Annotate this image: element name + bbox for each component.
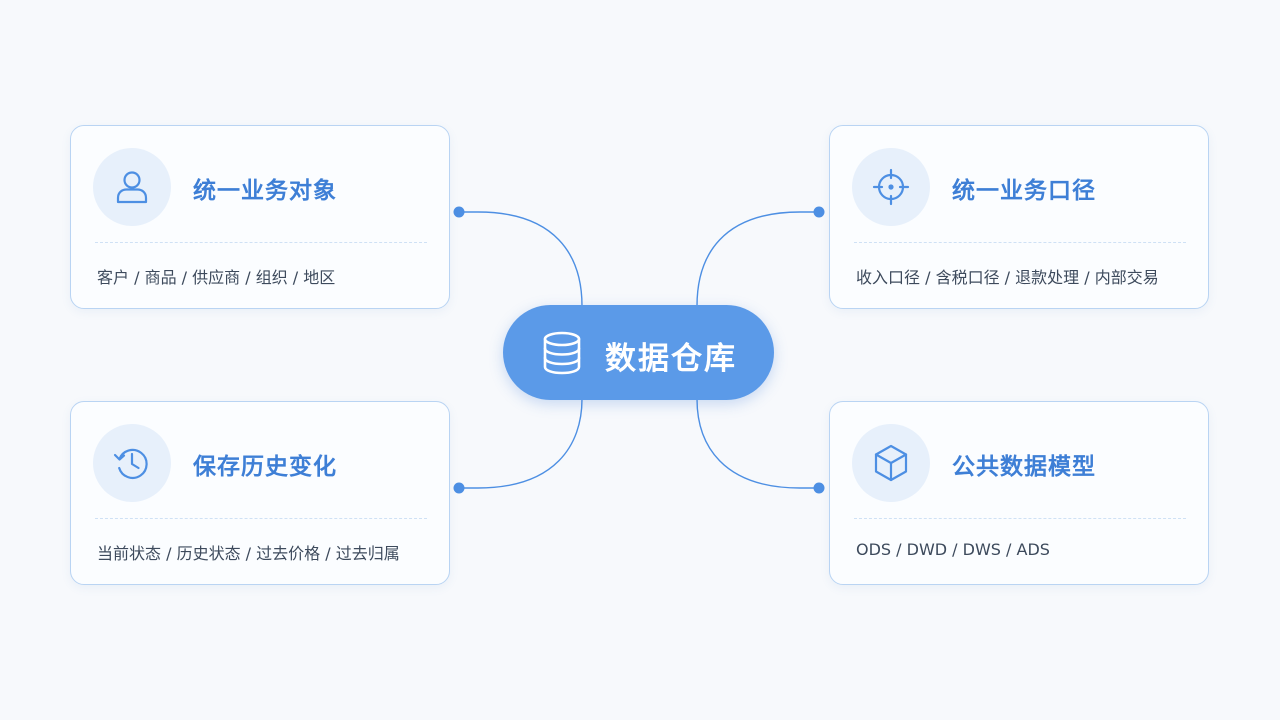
history-icon — [93, 424, 171, 502]
card-title: 统一业务口径 — [952, 178, 1096, 204]
card-items: ODS / DWD / DWS / ADS — [856, 540, 1050, 559]
card-divider — [95, 518, 427, 519]
card-items: 当前状态 / 历史状态 / 过去价格 / 过去归属 — [97, 544, 400, 563]
card-unified-business-metrics: 统一业务口径 收入口径 / 含税口径 / 退款处理 / 内部交易 — [829, 125, 1209, 309]
card-divider — [95, 242, 427, 243]
card-items: 收入口径 / 含税口径 / 退款处理 / 内部交易 — [856, 268, 1159, 287]
connector-dot-top-right — [813, 206, 825, 218]
card-title: 公共数据模型 — [952, 454, 1096, 480]
database-icon — [543, 331, 581, 375]
connector-top-left — [459, 211, 583, 307]
center-node-data-warehouse: 数据仓库 — [503, 305, 774, 400]
card-items: 客户 / 商品 / 供应商 / 组织 / 地区 — [97, 268, 336, 287]
card-unified-business-objects: 统一业务对象 客户 / 商品 / 供应商 / 组织 / 地区 — [70, 125, 450, 309]
connector-dot-bottom-right — [813, 482, 825, 494]
card-title: 保存历史变化 — [193, 454, 337, 480]
crosshair-icon — [852, 148, 930, 226]
card-divider — [854, 242, 1186, 243]
connector-bottom-left — [459, 398, 583, 489]
card-divider — [854, 518, 1186, 519]
user-icon — [93, 148, 171, 226]
connector-dot-bottom-left — [453, 482, 465, 494]
card-title: 统一业务对象 — [193, 178, 337, 204]
card-history-changes: 保存历史变化 当前状态 / 历史状态 / 过去价格 / 过去归属 — [70, 401, 450, 585]
connector-bottom-right — [696, 398, 819, 489]
center-label: 数据仓库 — [605, 341, 737, 377]
cube-icon — [852, 424, 930, 502]
card-common-data-model: 公共数据模型 ODS / DWD / DWS / ADS — [829, 401, 1209, 585]
connector-top-right — [696, 211, 819, 307]
connector-dot-top-left — [453, 206, 465, 218]
